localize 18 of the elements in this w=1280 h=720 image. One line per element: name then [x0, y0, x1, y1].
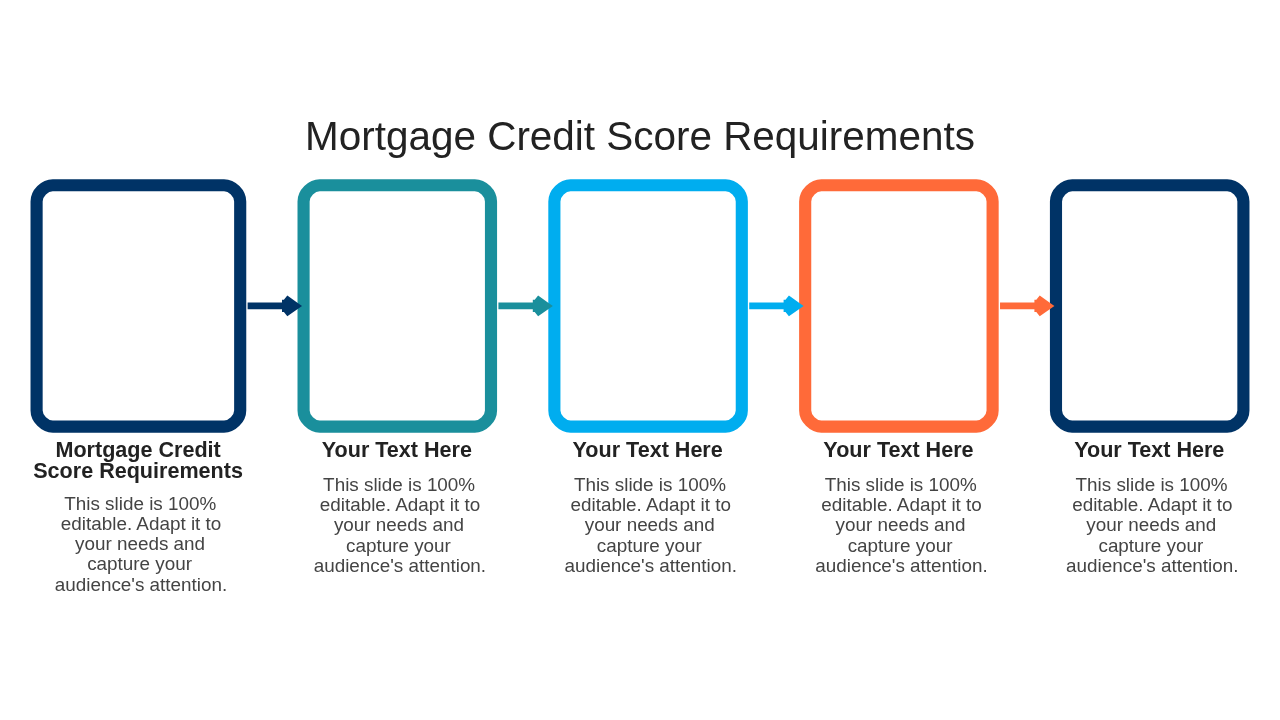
node-label: Your Text Here — [321, 436, 472, 462]
node-label: This slide is 100% editable. Adapt it to your needs and capture your audience's attention. — [313, 473, 487, 576]
node-label: Mortgage Credit Score Requirements — [33, 436, 243, 483]
diagram-title: Mortgage Credit Score Requirements — [305, 112, 975, 159]
node-label: Your Text Here — [572, 436, 723, 462]
node-box — [548, 178, 748, 433]
node-label: This slide is 100% editable. Adapt it to your needs and capture your audience's attention. — [54, 492, 228, 595]
node-label: This slide is 100% editable. Adapt it to your needs and capture your audience's attention. — [564, 473, 737, 576]
node-box — [297, 178, 498, 433]
node-box — [30, 178, 247, 433]
node-label: Your Text Here — [823, 436, 974, 462]
node-label: This slide is 100% editable. Adapt it to your needs and capture your audience's attention. — [1066, 473, 1239, 576]
node-label: Your Text Here — [1074, 436, 1225, 462]
arrow — [498, 294, 551, 317]
node-box — [1049, 178, 1250, 433]
node-label: This slide is 100% editable. Adapt it to your needs and capture your audience's attention. — [815, 473, 988, 576]
node-box — [799, 178, 999, 433]
arrow — [247, 294, 300, 317]
